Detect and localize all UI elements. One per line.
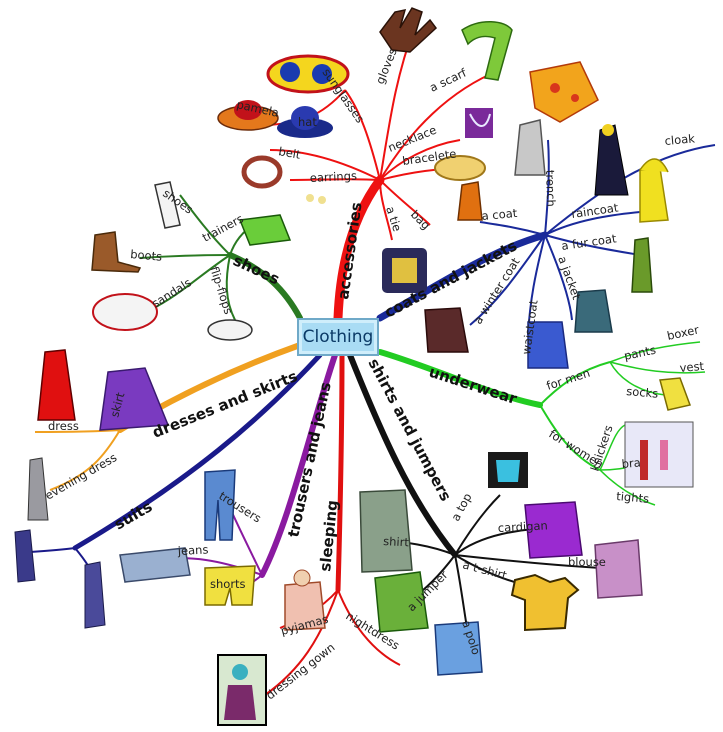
t-shirt-icon xyxy=(510,573,580,632)
jumper-icon xyxy=(374,571,429,633)
skirt-icon xyxy=(99,367,170,431)
label-blouse: blouse xyxy=(568,555,606,569)
branch-label-shoes: shoes xyxy=(230,251,282,288)
label-socks: socks xyxy=(626,384,659,401)
trainers-icon xyxy=(238,214,292,246)
jacket-icon xyxy=(574,289,613,333)
branch-coats xyxy=(376,139,716,336)
label-dressing-gown: dressing gown xyxy=(263,640,337,702)
hat-icon xyxy=(277,106,333,138)
flip-flops-icon xyxy=(207,319,253,341)
dressing-gown-icon xyxy=(217,654,267,726)
trousers-icon xyxy=(204,469,236,541)
necklace-icon xyxy=(465,108,493,138)
bracelet-icon xyxy=(434,155,486,181)
dress-icon xyxy=(37,349,76,421)
raincoat-icon xyxy=(639,158,669,223)
shirt-icon xyxy=(359,489,413,573)
label-a-coat: a coat xyxy=(481,206,518,223)
label-tights: tights xyxy=(616,489,650,506)
suit-man-icon xyxy=(84,561,106,629)
label-belt: belt xyxy=(277,144,302,162)
underwear-women-icon xyxy=(624,421,694,488)
winter-coat-icon xyxy=(424,307,469,353)
label-hat: hat xyxy=(298,115,317,129)
label-cardigan: cardigan xyxy=(497,518,548,535)
waistcoat-icon xyxy=(527,321,569,369)
cardigan-icon xyxy=(524,501,583,559)
label-shorts: shorts xyxy=(210,577,246,591)
polo-icon xyxy=(434,621,483,676)
gloves-icon xyxy=(379,7,438,53)
label-cloak: cloak xyxy=(664,131,696,148)
jeans-icon xyxy=(119,547,191,583)
label-sandals: sandals xyxy=(149,275,194,310)
label-knickers: knickers xyxy=(588,423,616,473)
evening-dress-icon xyxy=(27,457,49,521)
label-gloves: gloves xyxy=(373,46,400,86)
scarf-icon xyxy=(461,21,513,81)
label-raincoat: raincoat xyxy=(570,200,619,220)
label-skirt: skirt xyxy=(107,390,127,418)
top-icon xyxy=(488,452,528,488)
label-dress: dress xyxy=(48,419,79,433)
trench-icon xyxy=(514,119,546,176)
label-jacket: a jacket xyxy=(555,254,584,302)
label-bra: bra xyxy=(621,455,641,471)
label-pants: pants xyxy=(623,343,657,363)
shoes-icon xyxy=(154,181,181,229)
branch-shirts xyxy=(347,352,601,646)
coat-icon xyxy=(457,181,483,221)
fur-coat-icon xyxy=(631,237,653,293)
label-flip-flops: flip-flops xyxy=(207,265,236,316)
cloak-icon xyxy=(594,124,629,196)
earrings-icon xyxy=(306,194,326,204)
pyjamas-icon xyxy=(284,569,326,631)
label-boots: boots xyxy=(130,247,163,264)
sandals-icon xyxy=(92,293,158,331)
underwear-men-icon xyxy=(659,377,692,411)
pamela-hat-icon xyxy=(217,100,279,131)
label-t-shirt: a t-shirt xyxy=(461,557,509,582)
branch-accessories xyxy=(269,24,501,323)
shorts-icon xyxy=(204,565,256,606)
suit-woman-icon xyxy=(14,529,36,583)
branch-label-suits: suits xyxy=(111,497,155,533)
boots-icon xyxy=(91,231,142,273)
label-evening-dress: evening dress xyxy=(43,450,120,502)
label-bag: bag xyxy=(408,207,433,232)
belt-icon xyxy=(241,155,283,189)
label-jeans: jeans xyxy=(176,542,208,558)
center-topic: Clothing xyxy=(297,318,379,356)
label-for-men: for men xyxy=(545,366,592,393)
label-trench: trench xyxy=(543,170,558,207)
bag-icon xyxy=(382,248,427,293)
label-earrings: earrings xyxy=(309,169,357,185)
branch-label-underwear: underwear xyxy=(427,363,520,408)
center-topic-label: Clothing xyxy=(302,327,374,347)
scarf-pattern-icon xyxy=(529,61,599,123)
label-shirt: shirt xyxy=(383,534,410,549)
label-boxer: boxer xyxy=(666,322,701,342)
blouse-icon xyxy=(594,539,643,599)
label-vest: vest xyxy=(679,359,705,375)
branch-label-accessories: accessories xyxy=(334,201,365,301)
sunglasses-icon xyxy=(266,54,350,94)
